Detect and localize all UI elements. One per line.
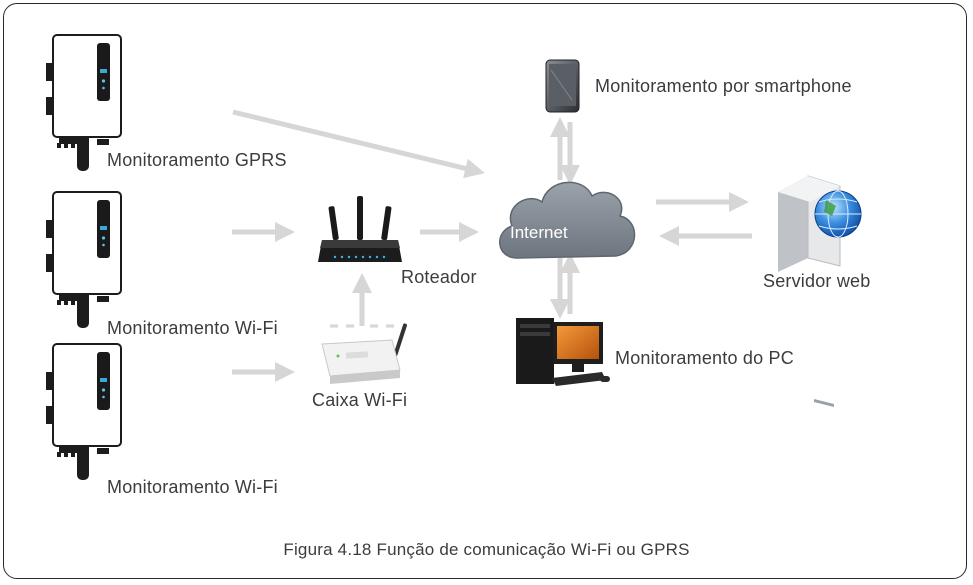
internet-cloud-icon: Internet <box>499 181 636 259</box>
web-server-icon <box>778 175 862 407</box>
arrows <box>232 109 752 382</box>
pc-icon <box>516 318 610 386</box>
wifi-box-icon <box>321 323 408 384</box>
wifi-monitoring-label-1: Monitoramento Wi-Fi <box>107 318 278 338</box>
inverter-icon <box>46 191 122 328</box>
router-label: Roteador <box>401 267 477 287</box>
wifi-box-label: Caixa Wi-Fi <box>312 390 408 410</box>
internet-label: Internet <box>510 223 568 242</box>
figure-caption: Figura 4.18 Função de comunicação Wi-Fi … <box>283 540 690 559</box>
inverter-icon <box>46 34 122 171</box>
gprs-monitoring-label: Monitoramento GPRS <box>107 150 287 170</box>
smartphone-icon <box>545 59 580 113</box>
diagram-frame <box>3 3 967 579</box>
router-icon <box>318 196 402 262</box>
smartphone-monitoring-label: Monitoramento por smartphone <box>595 76 852 96</box>
pc-monitoring-label: Monitoramento do PC <box>615 348 794 368</box>
wifi-monitoring-label-2: Monitoramento Wi-Fi <box>107 477 278 497</box>
web-server-label: Servidor web <box>763 271 871 291</box>
arrow-gprs-to-internet <box>232 109 485 179</box>
inverter-icon <box>46 343 122 480</box>
